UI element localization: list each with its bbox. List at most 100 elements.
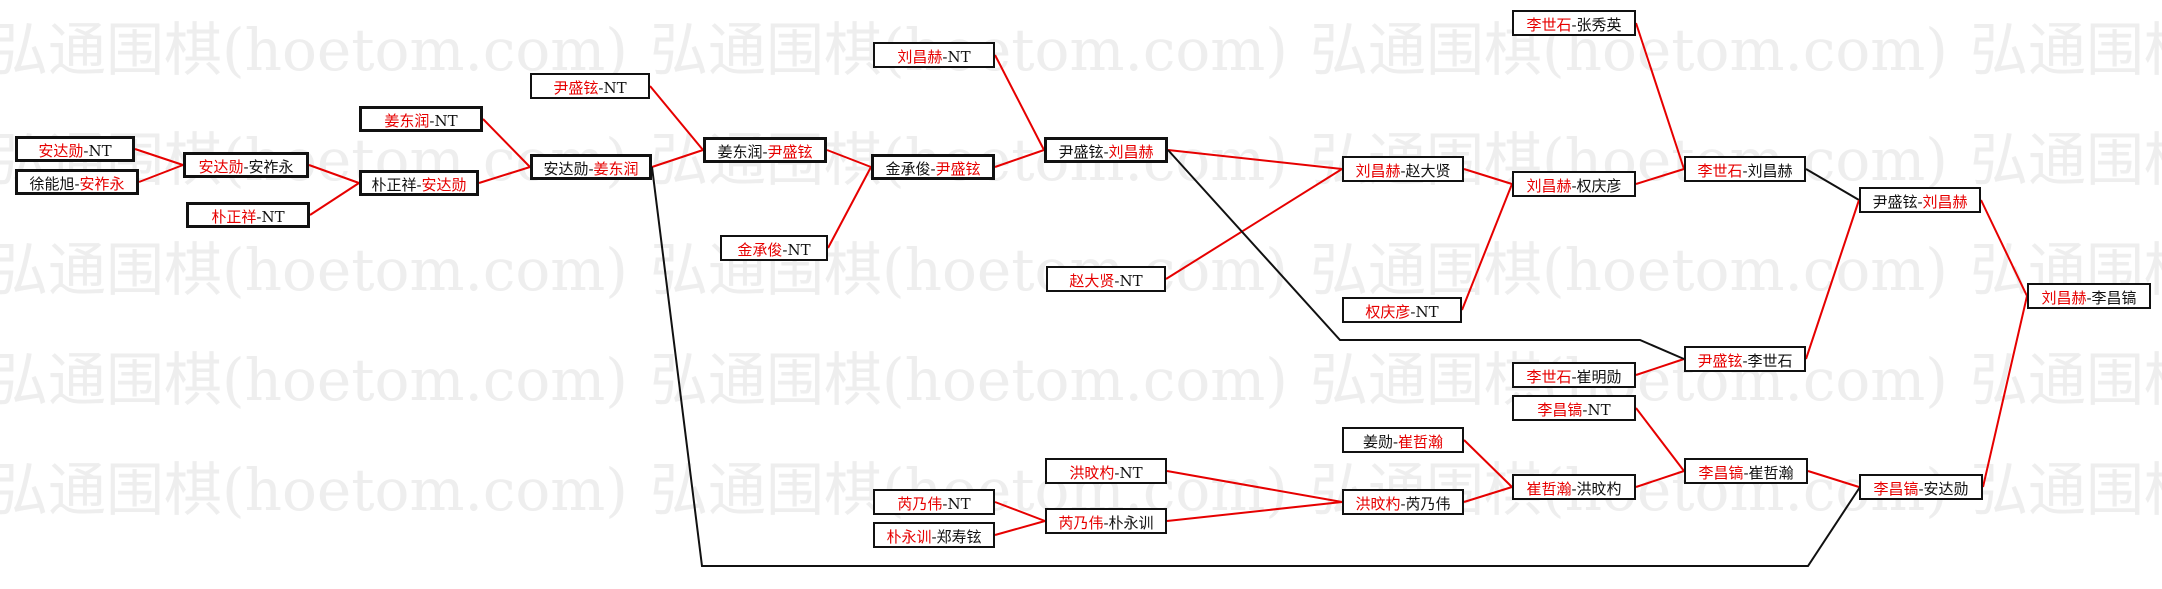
player-1-name: 崔哲瀚 — [1526, 480, 1572, 498]
player-1-name: 权庆彦 — [1365, 303, 1411, 321]
player-2-name: 尹盛铉 — [767, 143, 813, 161]
bracket-edge — [651, 149, 704, 168]
bracket-edge — [1165, 168, 1343, 280]
vs-separator: - — [930, 160, 936, 178]
player-1-name: 尹盛铉 — [1872, 193, 1918, 211]
player-1-name: 李昌镐 — [1537, 401, 1583, 419]
match-node: 刘昌赫-李昌镐 — [2027, 283, 2151, 309]
vs-separator: - — [1400, 162, 1406, 180]
bracket-edge — [1166, 501, 1343, 522]
player-1-name: 芮乃伟 — [897, 495, 943, 513]
match-node: 朴正祥-NT — [186, 202, 310, 228]
match-node: 李世石-崔明勋 — [1512, 362, 1636, 388]
player-1-name: 李昌镐 — [1873, 480, 1919, 498]
player-1-name: 刘昌赫 — [1355, 162, 1401, 180]
vs-separator: - — [1571, 480, 1577, 498]
match-node: 尹盛铉-刘昌赫 — [1859, 187, 1981, 213]
bracket-edge — [994, 520, 1046, 536]
player-2-name: 崔明勋 — [1576, 368, 1622, 386]
bracket-edge — [1463, 168, 1513, 185]
vs-separator: - — [83, 142, 89, 160]
match-node: 安达勋-安祚永 — [183, 152, 309, 178]
bracket-edge — [1167, 149, 1343, 170]
match-node: 权庆彦-NT — [1342, 297, 1462, 323]
player-1-name: 朴正祥 — [371, 176, 417, 194]
player-2-name: NT — [261, 208, 285, 226]
player-2-name: 赵大贤 — [1405, 162, 1451, 180]
player-2-name: 朴永训 — [1108, 514, 1154, 532]
match-node: 刘昌赫-权庆彦 — [1512, 171, 1636, 197]
player-1-name: 尹盛铉 — [553, 79, 599, 97]
player-1-name: 安达勋 — [198, 158, 244, 176]
player-1-name: 李昌镐 — [1698, 464, 1744, 482]
bracket-edge — [1635, 358, 1685, 376]
vs-separator: - — [1571, 16, 1577, 34]
vs-separator: - — [1571, 177, 1577, 195]
player-2-name: 安祚永 — [248, 158, 294, 176]
match-node: 刘昌赫-NT — [873, 42, 995, 68]
vs-separator: - — [1103, 514, 1109, 532]
vs-separator: - — [1918, 480, 1924, 498]
bracket-edge — [1982, 295, 2028, 488]
bracket-edge — [827, 166, 872, 249]
vs-separator: - — [588, 160, 594, 178]
player-1-name: 金承俊 — [885, 160, 931, 178]
bracket-edge — [1805, 199, 1860, 360]
player-2-name: NT — [947, 495, 971, 513]
match-node: 芮乃伟-NT — [873, 489, 995, 515]
match-node: 尹盛铉-李世石 — [1684, 346, 1806, 372]
match-node: 姜勋-崔哲瀚 — [1342, 427, 1464, 453]
vs-separator: - — [1400, 495, 1406, 513]
player-2-name: NT — [1587, 401, 1611, 419]
player-1-name: 刘昌赫 — [2041, 289, 2087, 307]
match-node: 金承俊-NT — [720, 235, 828, 261]
match-node: 安达勋-姜东润 — [530, 154, 652, 180]
player-2-name: 安祚永 — [79, 175, 125, 193]
match-node: 李世石-张秀英 — [1512, 10, 1636, 36]
bracket-edge — [994, 149, 1045, 168]
player-1-name: 姜东润 — [384, 112, 430, 130]
player-2-name: NT — [1119, 272, 1143, 290]
match-node: 李昌镐-崔哲瀚 — [1684, 458, 1808, 484]
bracket-edge — [478, 166, 531, 184]
player-2-name: 崔哲瀚 — [1398, 433, 1444, 451]
vs-separator: - — [942, 48, 948, 66]
vs-separator: - — [762, 143, 768, 161]
player-1-name: 朴正祥 — [211, 208, 257, 226]
player-1-name: 朴永训 — [886, 528, 932, 546]
player-2-name: NT — [1415, 303, 1439, 321]
player-1-name: 徐能旭 — [29, 175, 75, 193]
player-2-name: NT — [603, 79, 627, 97]
bracket-edge — [482, 118, 531, 168]
player-1-name: 尹盛铉 — [1697, 352, 1743, 370]
player-2-name: 刘昌赫 — [1922, 193, 1968, 211]
player-2-name: 安达勋 — [1923, 480, 1969, 498]
match-node: 安达勋-NT — [15, 136, 135, 162]
player-2-name: 尹盛铉 — [935, 160, 981, 178]
vs-separator: - — [1571, 368, 1577, 386]
bracket-edge — [1805, 168, 1860, 201]
vs-separator: - — [1742, 162, 1748, 180]
player-2-name: 刘昌赫 — [1108, 143, 1154, 161]
player-1-name: 洪旼杓 — [1355, 495, 1401, 513]
match-node: 洪旼杓-NT — [1045, 458, 1167, 484]
bracket-edge — [651, 166, 1861, 567]
player-1-name: 安达勋 — [543, 160, 589, 178]
player-2-name: 洪旼杓 — [1576, 480, 1622, 498]
player-1-name: 金承俊 — [737, 241, 783, 259]
match-node: 金承俊-尹盛铉 — [871, 154, 995, 180]
bracket-edge — [1463, 439, 1513, 488]
player-1-name: 姜东润 — [717, 143, 763, 161]
match-node: 姜东润-尹盛铉 — [703, 137, 827, 163]
bracket-edge — [1635, 407, 1685, 472]
player-1-name: 尹盛铉 — [1058, 143, 1104, 161]
player-2-name: NT — [947, 48, 971, 66]
match-node: 赵大贤-NT — [1046, 266, 1166, 292]
bracket-edge — [649, 85, 704, 151]
player-1-name: 刘昌赫 — [897, 48, 943, 66]
bracket-edge — [1635, 470, 1685, 488]
vs-separator: - — [1103, 143, 1109, 161]
match-node: 李昌镐-安达勋 — [1859, 474, 1983, 500]
